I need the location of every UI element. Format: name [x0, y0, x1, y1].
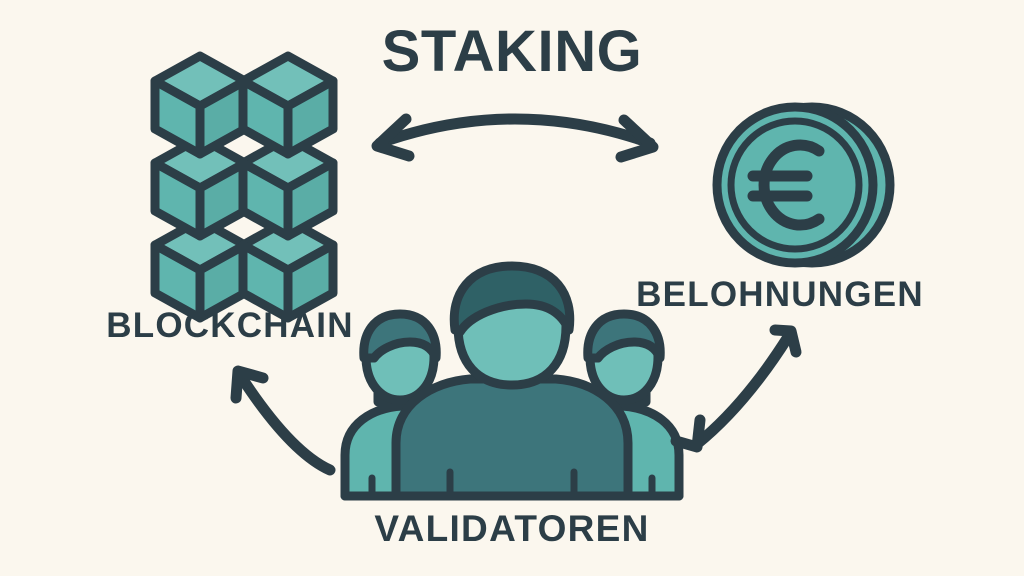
person-center [391, 261, 633, 501]
arrow-validatoren-belohnungen [670, 324, 802, 453]
arrowhead-up [769, 324, 802, 358]
arrowhead-upleft [230, 365, 269, 404]
coin-front [712, 102, 878, 268]
cube [150, 51, 250, 159]
euro-coin-icon [712, 102, 895, 268]
arrow-blockchain-belohnungen [371, 113, 659, 163]
arrowhead-right [615, 114, 659, 163]
node-label-blockchain: BLOCKCHAIN [106, 306, 354, 345]
coin-inner-ring [727, 117, 863, 253]
cube [238, 51, 338, 159]
arrowhead-left [371, 113, 415, 162]
blockchain-cubes-icon [150, 51, 338, 323]
people-group-icon [340, 261, 684, 501]
node-label-validatoren: VALIDATOREN [374, 508, 650, 549]
node-label-belohnungen: BELOHNUNGEN [636, 275, 924, 314]
cube [238, 215, 338, 323]
arrowhead-down [670, 414, 706, 453]
euro-symbol [747, 139, 825, 231]
page-title: STAKING [381, 19, 643, 84]
arrow-validatoren-blockchain [230, 365, 336, 476]
